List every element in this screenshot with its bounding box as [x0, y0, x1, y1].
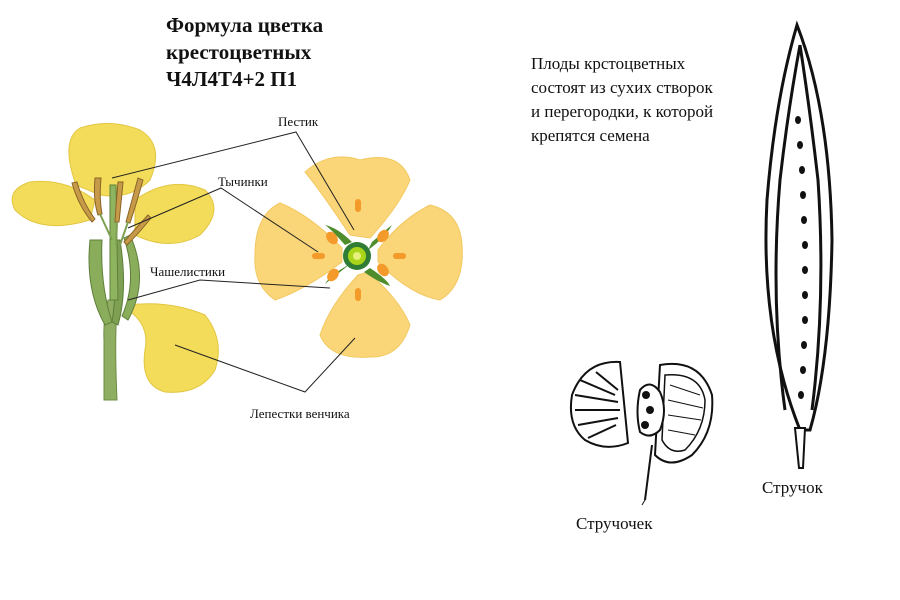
label-pistil: Пестик [278, 114, 319, 129]
sepal-right [121, 234, 140, 321]
petal-top-lower [319, 271, 411, 358]
flower-top-view [254, 156, 463, 358]
leader-petals [174, 337, 356, 393]
leader-lines [111, 131, 356, 393]
petal-top-upper [304, 156, 411, 239]
sepal-left [88, 239, 113, 326]
flower-formula-title: Формула цветка крестоцветных Ч4Л4Т4+2 П1 [166, 12, 323, 93]
stamens-side [71, 177, 152, 246]
title-line-3: Ч4Л4Т4+2 П1 [166, 67, 298, 91]
silique-illustration [764, 20, 834, 469]
fruit-description: Плоды крстоцветных состоят из сухих ство… [531, 52, 713, 148]
title-line-1: Формула цветка [166, 13, 324, 37]
petal-top-left [254, 202, 343, 301]
desc-line-4: крепятся семена [531, 126, 650, 145]
label-sepals: Чашелистики [150, 264, 226, 279]
leader-stamens [127, 187, 319, 253]
flower-side-view [11, 123, 219, 401]
petal-top-right [377, 204, 463, 301]
petal-side-top [68, 123, 157, 197]
petal-side-left [11, 180, 96, 227]
desc-line-3: и перегородки, к которой [531, 102, 714, 121]
title-line-2: крестоцветных [166, 40, 312, 64]
label-stamens: Тычинки [218, 174, 268, 189]
anthers-top [312, 199, 406, 301]
silicle-illustration [569, 360, 714, 506]
petal-side-lower [127, 303, 219, 393]
caption-silique: Стручок [762, 478, 823, 497]
petal-side-right [134, 183, 215, 244]
label-petals: Лепестки венчика [250, 406, 350, 421]
caption-silicle: Стручочек [576, 514, 653, 533]
desc-line-1: Плоды крстоцветных [531, 54, 686, 73]
leader-pistil [111, 131, 355, 231]
leader-sepals [127, 279, 331, 301]
desc-line-2: состоят из сухих створок [531, 78, 713, 97]
